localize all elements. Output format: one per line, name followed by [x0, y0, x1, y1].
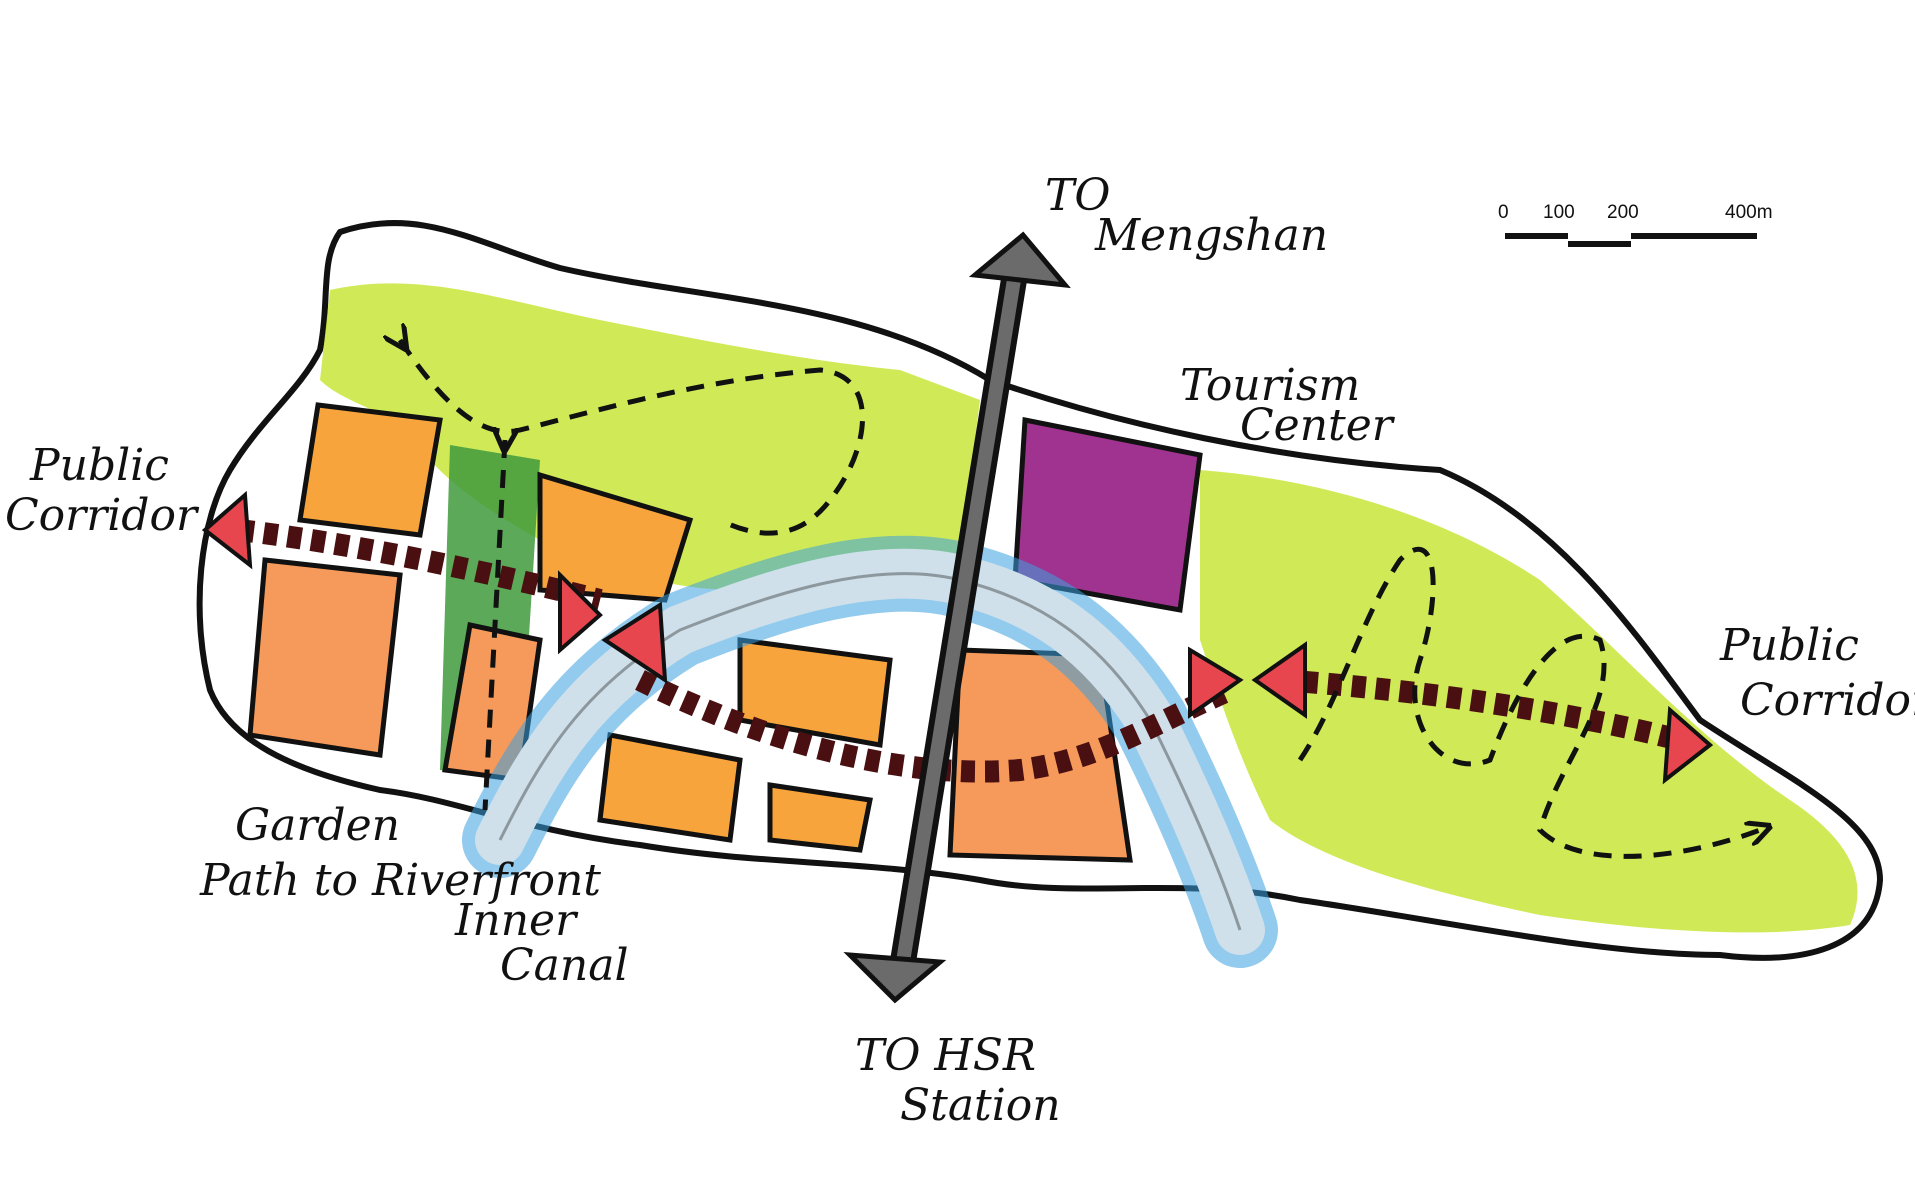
urban-block [767, 782, 873, 853]
corridor-arrow-east-in [1188, 646, 1244, 719]
to-hsr-line2: Station [900, 1080, 1061, 1131]
garden-line1: Garden [235, 800, 400, 851]
tourism-center-line2: Center [1240, 400, 1396, 451]
scale-bar: 0 100 200 400m [1498, 202, 1773, 247]
to-mengshan-line2: Mengshan [1094, 210, 1328, 261]
axis-arrow-north [968, 231, 1071, 289]
urban-block [597, 732, 743, 843]
scale-tick-200: 200 [1607, 202, 1639, 223]
urban-block [247, 557, 403, 758]
garden-line2: Path to Riverfront [199, 855, 601, 906]
urban-block [297, 402, 443, 538]
corridor-arrow-east-out [1251, 641, 1307, 719]
label-public-corridor-left: Public Corridor [5, 440, 200, 541]
scale-tick-100: 100 [1543, 202, 1575, 223]
trail-north [400, 340, 865, 536]
corridor-arrow-center-out [601, 601, 668, 684]
to-mengshan-line1: TO [1045, 170, 1110, 221]
corridor-arrow-left [201, 490, 253, 570]
garden-path-line [482, 440, 505, 811]
public-corridor-left-line1: Public [29, 440, 169, 491]
public-corridor-left-line2: Corridor [5, 490, 200, 541]
label-to-hsr-station: TO HSR Station [855, 1030, 1061, 1131]
axis-arrow-south [843, 951, 947, 1004]
to-hsr-line1: TO HSR [855, 1030, 1036, 1081]
inner-canal-line1: Inner [454, 895, 579, 946]
scale-tick-0: 0 [1498, 202, 1509, 223]
label-tourism-center: Tourism Center [1180, 360, 1396, 451]
corridor-arrow-right [1662, 705, 1714, 785]
inner-canal-line2: Canal [500, 940, 629, 991]
label-garden-path: Garden Path to Riverfront [199, 800, 601, 906]
trail-east [1297, 546, 1760, 859]
public-corridor-right-line2: Corridor [1740, 675, 1915, 726]
label-inner-canal: Inner Canal [454, 895, 629, 991]
scale-tick-400m: 400m [1725, 202, 1773, 223]
tourism-center-zone [1012, 416, 1203, 613]
label-public-corridor-right: Public Corridor [1719, 620, 1915, 726]
main-axis-fill [893, 253, 1025, 982]
public-corridor-right-line1: Public [1719, 620, 1859, 671]
public-corridor-line [238, 519, 1683, 783]
label-to-mengshan: TO Mengshan [1045, 170, 1328, 261]
urban-block [737, 637, 893, 748]
tourism-center-line1: Tourism [1180, 360, 1360, 411]
corridor-arrow-center-in [558, 570, 603, 655]
